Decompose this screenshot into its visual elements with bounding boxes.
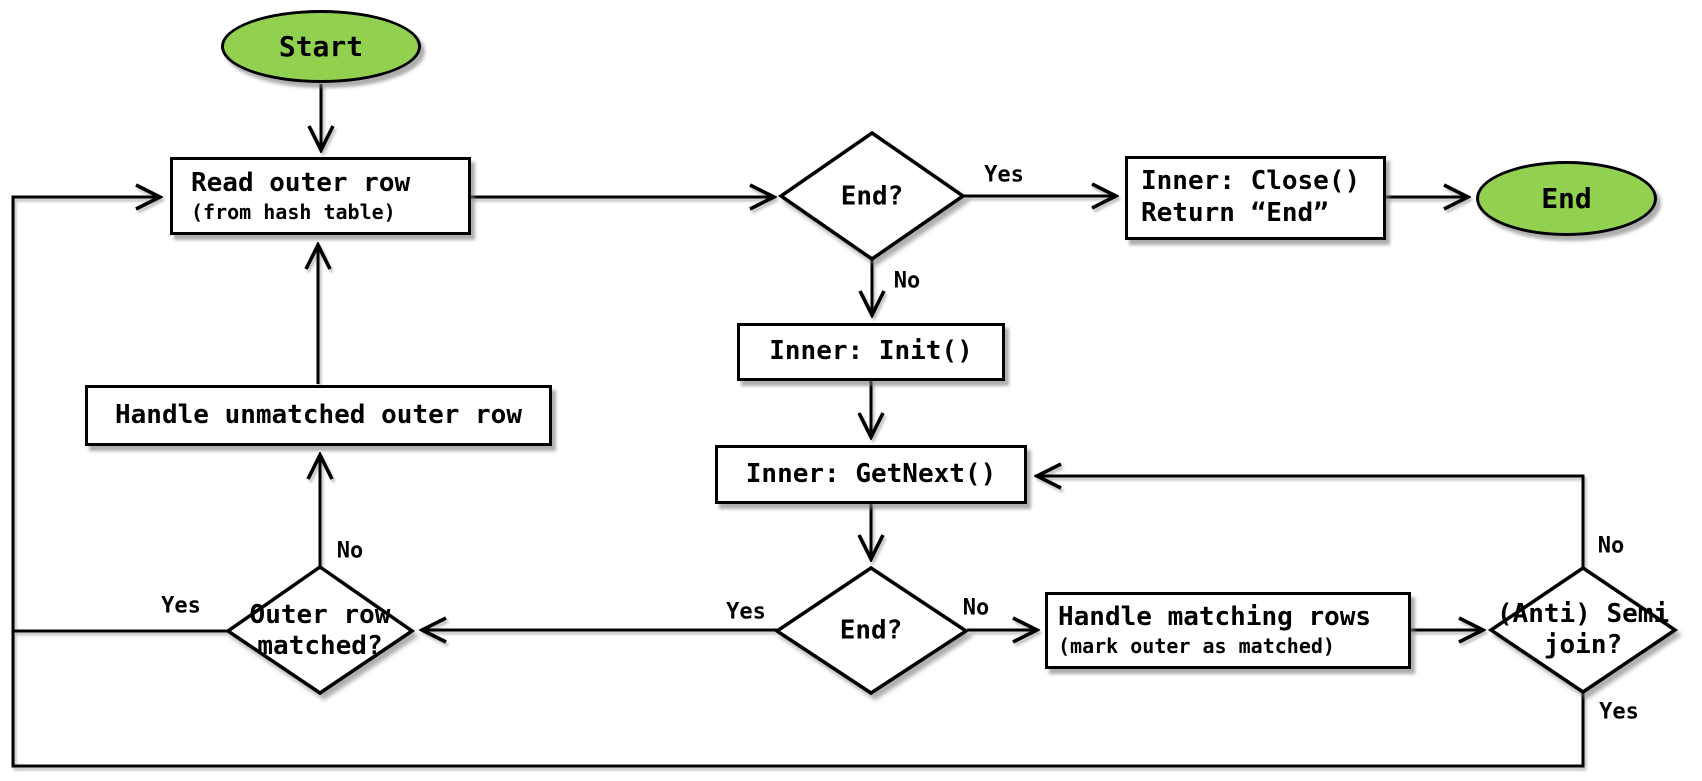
edge-label-semi-join-yes: Yes (1599, 699, 1639, 725)
inner-close-line1: Inner: Close() (1141, 166, 1361, 197)
edge-semi-join-no-to-getnext (1037, 476, 1585, 567)
edge-label-top-end-no: No (893, 268, 921, 294)
handle-matching-rows-label: Handle matching rows (1058, 602, 1372, 633)
read-outer-row-sublabel: (from hash table) (191, 199, 396, 224)
node-inner-init: Inner: Init() (737, 323, 1005, 381)
node-inner-getnext: Inner: GetNext() (715, 445, 1027, 504)
node-inner-close: Inner: Close() Return “End” (1125, 156, 1386, 240)
edge-label-inner-end-no: No (962, 595, 990, 621)
inner-init-label: Inner: Init() (769, 336, 973, 367)
end-label: End (1541, 182, 1592, 215)
decision-outer-matched (224, 564, 416, 696)
decision-end-top (777, 130, 967, 262)
decision-semi-join (1487, 565, 1679, 695)
read-outer-row-label: Read outer row (191, 167, 411, 198)
decision-end-inner-label: End? (839, 615, 903, 646)
decision-semi-join-label: (Anti) Semi join? (1496, 598, 1670, 660)
inner-getnext-label: Inner: GetNext() (745, 458, 997, 489)
edge-label-outer-matched-yes: Yes (161, 593, 201, 619)
decision-end-top-label: End? (840, 181, 904, 212)
node-handle-unmatched-outer-row: Handle unmatched outer row (85, 385, 552, 446)
node-read-outer-row: Read outer row (from hash table) (170, 157, 471, 235)
handle-unmatched-outer-row-label: Handle unmatched outer row (115, 399, 522, 430)
edge-label-top-end-yes: Yes (984, 162, 1024, 188)
node-end: End (1476, 161, 1657, 236)
edge-label-outer-matched-no: No (336, 538, 364, 564)
edge-label-inner-end-yes: Yes (726, 599, 766, 625)
decision-end-inner (773, 565, 970, 696)
decision-outer-matched-label: Outer row matched? (249, 599, 391, 661)
node-handle-matching-rows: Handle matching rows (mark outer as matc… (1045, 592, 1411, 669)
handle-matching-rows-sublabel: (mark outer as matched) (1058, 634, 1335, 659)
edge-label-semi-join-no: No (1597, 533, 1625, 559)
node-start: Start (221, 10, 421, 83)
start-label: Start (278, 30, 364, 63)
inner-close-line2: Return “End” (1141, 198, 1329, 228)
edge-semi-join-yes-loop-to-read-outer (11, 197, 1585, 768)
